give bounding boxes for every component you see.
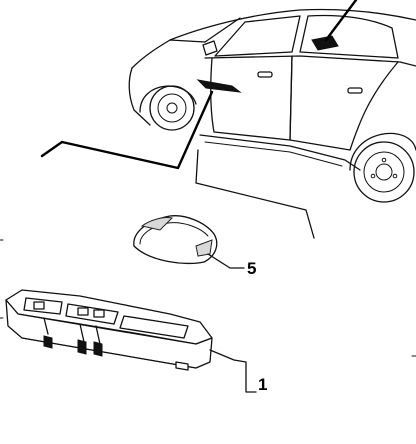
leader-right-projection <box>195 149 315 239</box>
trim-cover-inner <box>139 222 209 245</box>
switch-1 <box>33 301 45 310</box>
car-rear-door <box>289 55 399 151</box>
switch-opening-3 <box>119 315 189 339</box>
panel-clip-left <box>43 335 53 349</box>
leader-left-bracket <box>40 90 214 170</box>
car-front-bumper <box>128 67 151 126</box>
switch-2-lever <box>79 323 85 343</box>
car-front-window <box>214 15 301 57</box>
car-rear-window <box>299 14 399 59</box>
car-sill-lower <box>204 141 343 167</box>
switch-1-lever <box>43 317 49 335</box>
switch-2 <box>77 307 89 316</box>
car-sill <box>199 134 361 171</box>
car-front-door <box>210 55 293 141</box>
part-5-leader <box>207 253 245 269</box>
car-a-pillar <box>204 17 241 43</box>
panel-clip-right <box>93 341 103 357</box>
panel-foot-right <box>175 361 189 371</box>
car-belt-line <box>204 55 416 67</box>
trim-cover-hatch <box>140 217 173 231</box>
car-side-mirror <box>202 40 218 56</box>
part-5-trim-cover: 5 <box>133 215 256 278</box>
car-rear-door-handle <box>347 87 363 94</box>
switch-panel-front <box>5 299 213 369</box>
car-window-highlight <box>311 35 339 51</box>
car-front-door-handle <box>257 71 273 78</box>
callout-1: 1 <box>258 375 267 394</box>
panel-clip-middle <box>77 339 87 355</box>
detail-leader-lines <box>40 90 315 239</box>
switch-3 <box>93 309 105 318</box>
part-1-window-switch-panel: 1 <box>5 289 267 394</box>
car-front-wheel <box>139 85 197 131</box>
car-pointer-line <box>324 0 358 42</box>
trim-cover-hatch-2 <box>195 239 213 257</box>
part-1-leader <box>209 349 257 393</box>
car-rear-wheel <box>349 132 416 203</box>
car-door-switch-highlight <box>196 79 242 93</box>
car-roof-line <box>169 8 416 41</box>
callout-5: 5 <box>247 259 256 278</box>
car-illustration <box>128 0 416 203</box>
car-hood-line <box>131 39 206 69</box>
switch-3-lever <box>95 325 101 345</box>
